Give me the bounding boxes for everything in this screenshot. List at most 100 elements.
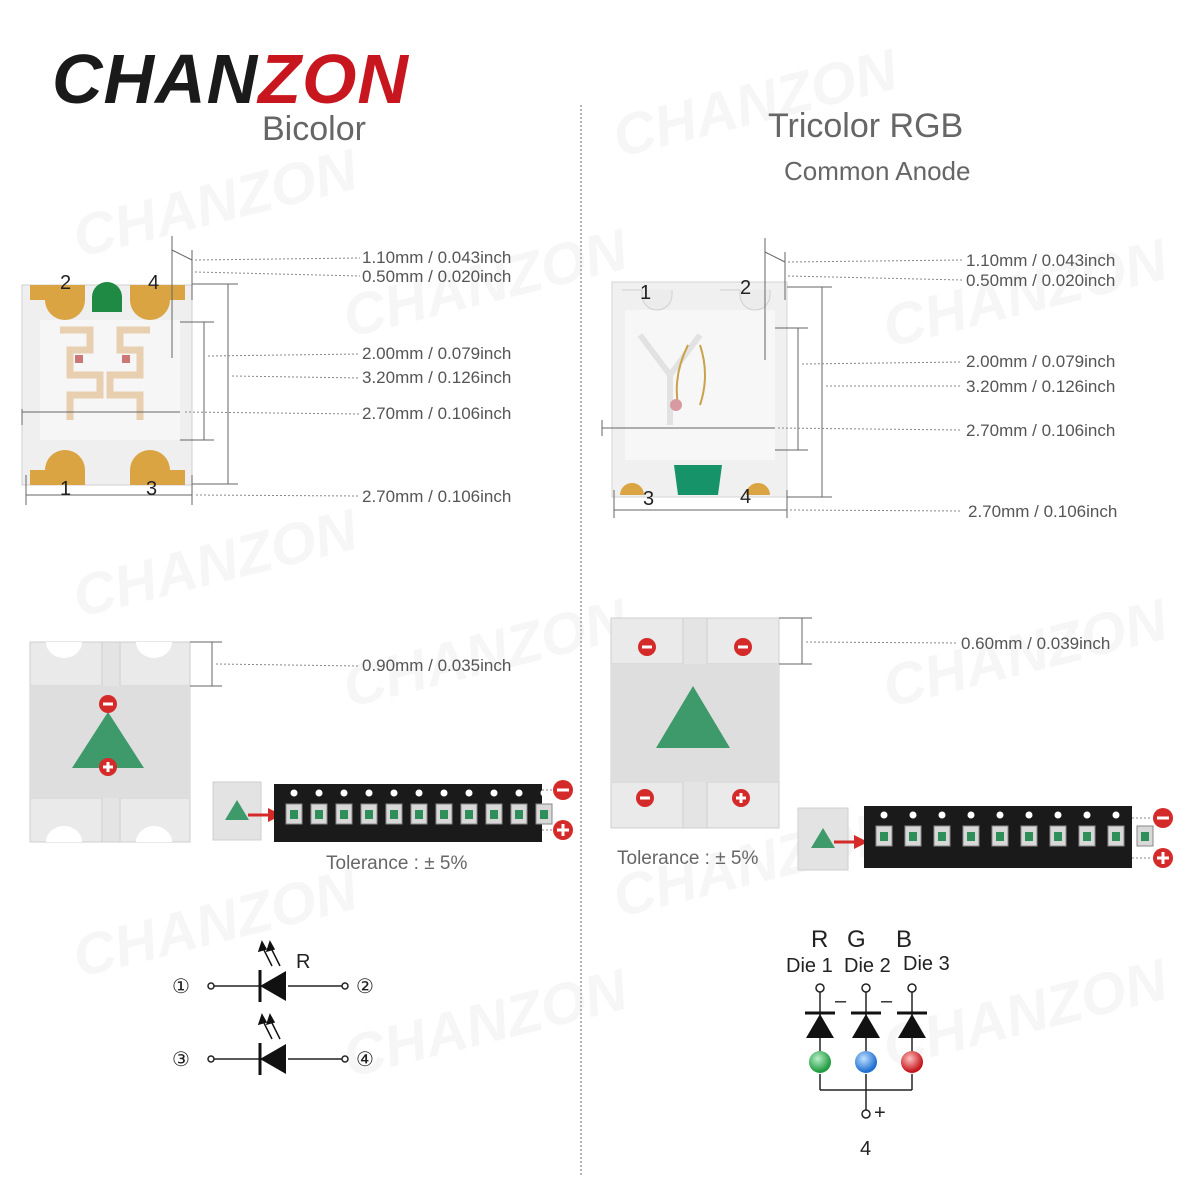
bicolor-schematic <box>207 982 349 1063</box>
tape-led-dome <box>465 810 473 819</box>
dim-label: 1.10mm / 0.043inch <box>966 251 1116 270</box>
dim-label: 2.70mm / 0.106inch <box>968 502 1118 521</box>
tape-sprocket-hole <box>909 811 917 819</box>
rgb-dimension-lines <box>601 238 832 518</box>
diode-symbol-icon <box>897 1011 927 1038</box>
rgb-minus-1: – <box>835 990 847 1012</box>
tape-sprocket-hole <box>490 789 498 797</box>
schematic-pin-4: ④ <box>356 1049 374 1071</box>
red-arrow-icon <box>834 835 868 849</box>
rgb-side-dim-lines <box>779 617 959 665</box>
light-emission-icon <box>257 1013 281 1040</box>
plus-circle-icon <box>1153 848 1173 868</box>
diode-symbol-icon <box>851 1011 881 1038</box>
tape-led-dome <box>996 832 1004 841</box>
minus-circle-icon <box>553 780 573 800</box>
rgb-pin-1: 1 <box>640 282 652 304</box>
tape-sprocket-hole <box>315 789 323 797</box>
dim-label: 2.00mm / 0.079inch <box>362 344 512 363</box>
tape-sprocket-hole <box>540 789 548 797</box>
dim-label: 2.70mm / 0.106inch <box>362 404 512 423</box>
rgb-minus-2: – <box>881 990 893 1012</box>
tape-sprocket-hole <box>465 789 473 797</box>
rgb-die-1: Die 1 <box>786 955 833 977</box>
rgb-led-top-view <box>611 281 788 498</box>
tape-led-dome <box>340 810 348 819</box>
tape-led-dome <box>290 810 298 819</box>
tape-led-dome <box>315 810 323 819</box>
blue-led-dot-icon <box>855 1051 877 1073</box>
dim-label: 3.20mm / 0.126inch <box>966 377 1116 396</box>
diode-symbol-icon <box>258 970 286 1002</box>
bicolor-mini-led <box>212 781 262 841</box>
rgb-color-g: G <box>847 926 866 953</box>
dim-label: 3.20mm / 0.126inch <box>362 368 512 387</box>
tape-sprocket-hole <box>1083 811 1091 819</box>
tape-sprocket-hole <box>1112 811 1120 819</box>
bicolor-pin-1: 1 <box>60 478 72 500</box>
rgb-common-pin: 4 <box>860 1138 872 1160</box>
section-divider <box>580 105 582 1175</box>
plus-circle-icon <box>732 789 750 807</box>
tape-sprocket-hole <box>967 811 975 819</box>
minus-circle-icon <box>638 638 656 656</box>
rgb-pin-4: 4 <box>740 486 752 508</box>
brand-logo: CHANZON <box>52 44 409 114</box>
dim-label: 0.50mm / 0.020inch <box>362 267 512 286</box>
tape-sprocket-hole <box>938 811 946 819</box>
tape-led-dome <box>440 810 448 819</box>
tape-sprocket-hole <box>415 789 423 797</box>
diode-symbol-icon <box>258 1043 286 1075</box>
rgb-die-3: Die 3 <box>903 953 950 975</box>
dim-label: 2.00mm / 0.079inch <box>966 352 1116 371</box>
tricolor-subtitle: Common Anode <box>784 156 971 186</box>
bicolor-dimension-lines <box>21 236 238 505</box>
tape-sprocket-hole <box>1025 811 1033 819</box>
dim-label: 0.60mm / 0.039inch <box>961 634 1111 653</box>
bicolor-pin-4: 4 <box>148 272 160 294</box>
schematic-pin-1: ① <box>172 976 190 998</box>
bicolor-led-top-view <box>21 282 193 486</box>
bicolor-tolerance: Tolerance : ± 5% <box>326 853 468 874</box>
tape-sprocket-hole <box>440 789 448 797</box>
minus-circle-icon <box>636 789 654 807</box>
brand-logo-part2: ZON <box>258 40 409 118</box>
tape-led-dome <box>1083 832 1091 841</box>
tape-led-dome <box>540 810 548 819</box>
bicolor-pin-3: 3 <box>146 478 158 500</box>
rgb-leader-lines <box>777 259 963 512</box>
dim-label: 0.90mm / 0.035inch <box>362 656 512 675</box>
tape-sprocket-hole <box>340 789 348 797</box>
tape-sprocket-hole <box>1054 811 1062 819</box>
minus-circle-icon <box>99 695 117 713</box>
rgb-die-2: Die 2 <box>844 955 891 977</box>
tape-led-dome <box>1112 832 1120 841</box>
tape-led-dome <box>967 832 975 841</box>
tape-sprocket-hole <box>390 789 398 797</box>
tape-led-dome <box>1141 832 1149 841</box>
rgb-pin-3: 3 <box>643 488 655 510</box>
rgb-color-r: R <box>811 926 829 953</box>
green-led-dot-icon <box>809 1051 831 1073</box>
tape-sprocket-hole <box>365 789 373 797</box>
dim-label: 2.70mm / 0.106inch <box>362 487 512 506</box>
tape-led-dome <box>1025 832 1033 841</box>
tape-led-dome <box>909 832 917 841</box>
rgb-color-b: B <box>896 926 913 953</box>
tape-led-dome <box>515 810 523 819</box>
tricolor-title: Tricolor RGB <box>768 107 964 145</box>
tape-led-dome <box>1054 832 1062 841</box>
rgb-mini-led <box>797 807 849 871</box>
tape-sprocket-hole <box>996 811 1004 819</box>
light-emission-icon <box>257 940 281 967</box>
rgb-pin-2: 2 <box>740 277 752 299</box>
tape-sprocket-hole <box>515 789 523 797</box>
minus-circle-icon <box>734 638 752 656</box>
bicolor-leader-lines <box>184 257 361 497</box>
tape-led-dome <box>938 832 946 841</box>
bicolor-side-dim-lines <box>190 641 361 687</box>
tape-sprocket-hole <box>290 789 298 797</box>
schematic-red-label: R <box>296 951 311 973</box>
rgb-plus: + <box>874 1102 886 1124</box>
